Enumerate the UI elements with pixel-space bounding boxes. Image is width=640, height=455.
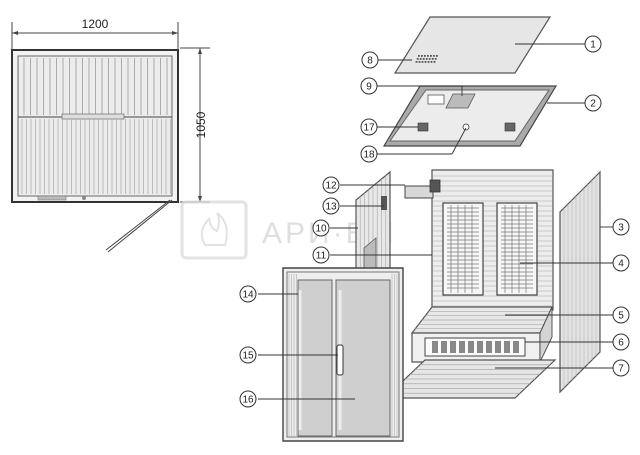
callout-18: 18 [360,145,378,163]
door-glass-left [297,279,333,437]
bench-grill-slot [477,341,483,353]
width-dimension: 1200 [11,17,179,50]
callout-16-label: 16 [242,395,254,406]
bench-grill-slot [468,341,474,353]
roof-vent-dot [415,61,418,63]
callout-7: 7 [612,359,630,377]
callout-16: 16 [239,390,257,408]
callout-10-label: 10 [315,224,327,235]
ceiling-light [427,94,445,105]
bench-grill-slot [513,341,519,353]
plan-bench-upper [23,58,168,115]
callout-12-label: 12 [325,181,337,192]
roof-vent-dot [422,58,425,60]
callout-6-label: 6 [618,338,624,349]
callout-3-label: 3 [618,223,624,234]
floor-panel [383,359,557,399]
callout-7-label: 7 [618,364,624,375]
callout-8: 8 [361,51,379,69]
callout-9-label: 9 [366,82,372,93]
roof-vent-dot [424,61,427,63]
callout-5: 5 [612,306,630,324]
bench-grill-slot [432,341,438,353]
front-door-wall [282,267,404,442]
roof-vent-dot [424,55,426,57]
control-box [404,185,434,199]
callout-4-label: 4 [618,259,624,270]
roof-vent-dot [427,55,429,57]
callout-9: 9 [360,77,378,95]
bench-grill-slot [441,341,447,353]
bench-grill-slot [450,341,456,353]
roof-vent-dot [427,61,430,63]
bench-grill-slot [495,341,501,353]
roof-panel [393,16,552,74]
callout-2: 2 [584,94,602,112]
callout-13-label: 13 [325,202,337,213]
roof-vent-dot [418,61,421,63]
callout-11-label: 11 [316,251,327,262]
bench-grill-slot [486,341,492,353]
callout-13: 13 [322,197,340,215]
width-label: 1200 [82,17,109,31]
callout-4: 4 [612,254,630,272]
heater-emitter-right [496,202,538,296]
roof-vent-dot [418,55,420,57]
depth-dimension: 1050 [180,47,210,203]
ceiling-frame [382,85,558,147]
right-side-wall [559,170,601,394]
roof-vent-dot [430,55,432,57]
back-wall [404,169,554,311]
callout-17: 17 [360,118,378,136]
callout-2-label: 2 [590,99,596,110]
callout-18-label: 18 [363,150,375,161]
roof-vent-dot [436,55,438,57]
callout-10: 10 [312,219,330,237]
roof-vent-dot [433,61,436,63]
roof-vent-dot [425,58,428,60]
callout-12: 12 [322,176,340,194]
plan-inner-frame [17,55,173,197]
roof-vent-dot [430,61,433,63]
plan-floor-lower [21,119,171,194]
roof-vent-dot [434,58,437,60]
callout-11: 11 [312,246,330,264]
roof-vent-dot [416,58,419,60]
depth-label: 1050 [194,111,208,138]
bench-grill-slot [459,341,465,353]
callout-8-label: 8 [367,56,373,67]
callout-1-label: 1 [590,40,596,51]
callout-15: 15 [239,346,257,364]
plan-view: 1200 1050 [11,17,210,253]
roof-vent-dot [419,58,422,60]
heater-emitter-left [442,202,484,296]
bench-grill-slot [504,341,510,353]
callout-17-label: 17 [363,123,375,134]
plan-door-swing [105,199,171,251]
bench [410,306,553,363]
roof-vent-dot [431,58,434,60]
door-glass-right [335,279,391,437]
callout-14-label: 14 [242,290,254,301]
door-handle [336,344,344,376]
roof-vent-dot [433,55,435,57]
callout-14: 14 [239,285,257,303]
callout-5-label: 5 [618,311,624,322]
callout-1: 1 [584,35,602,53]
callout-15-label: 15 [242,351,254,362]
leader-lines [258,43,613,400]
roof-vent-dot [428,58,431,60]
roof-vent-dot [421,55,423,57]
callout-3: 3 [612,218,630,236]
roof-vent-dot [421,61,424,63]
callout-6: 6 [612,333,630,351]
